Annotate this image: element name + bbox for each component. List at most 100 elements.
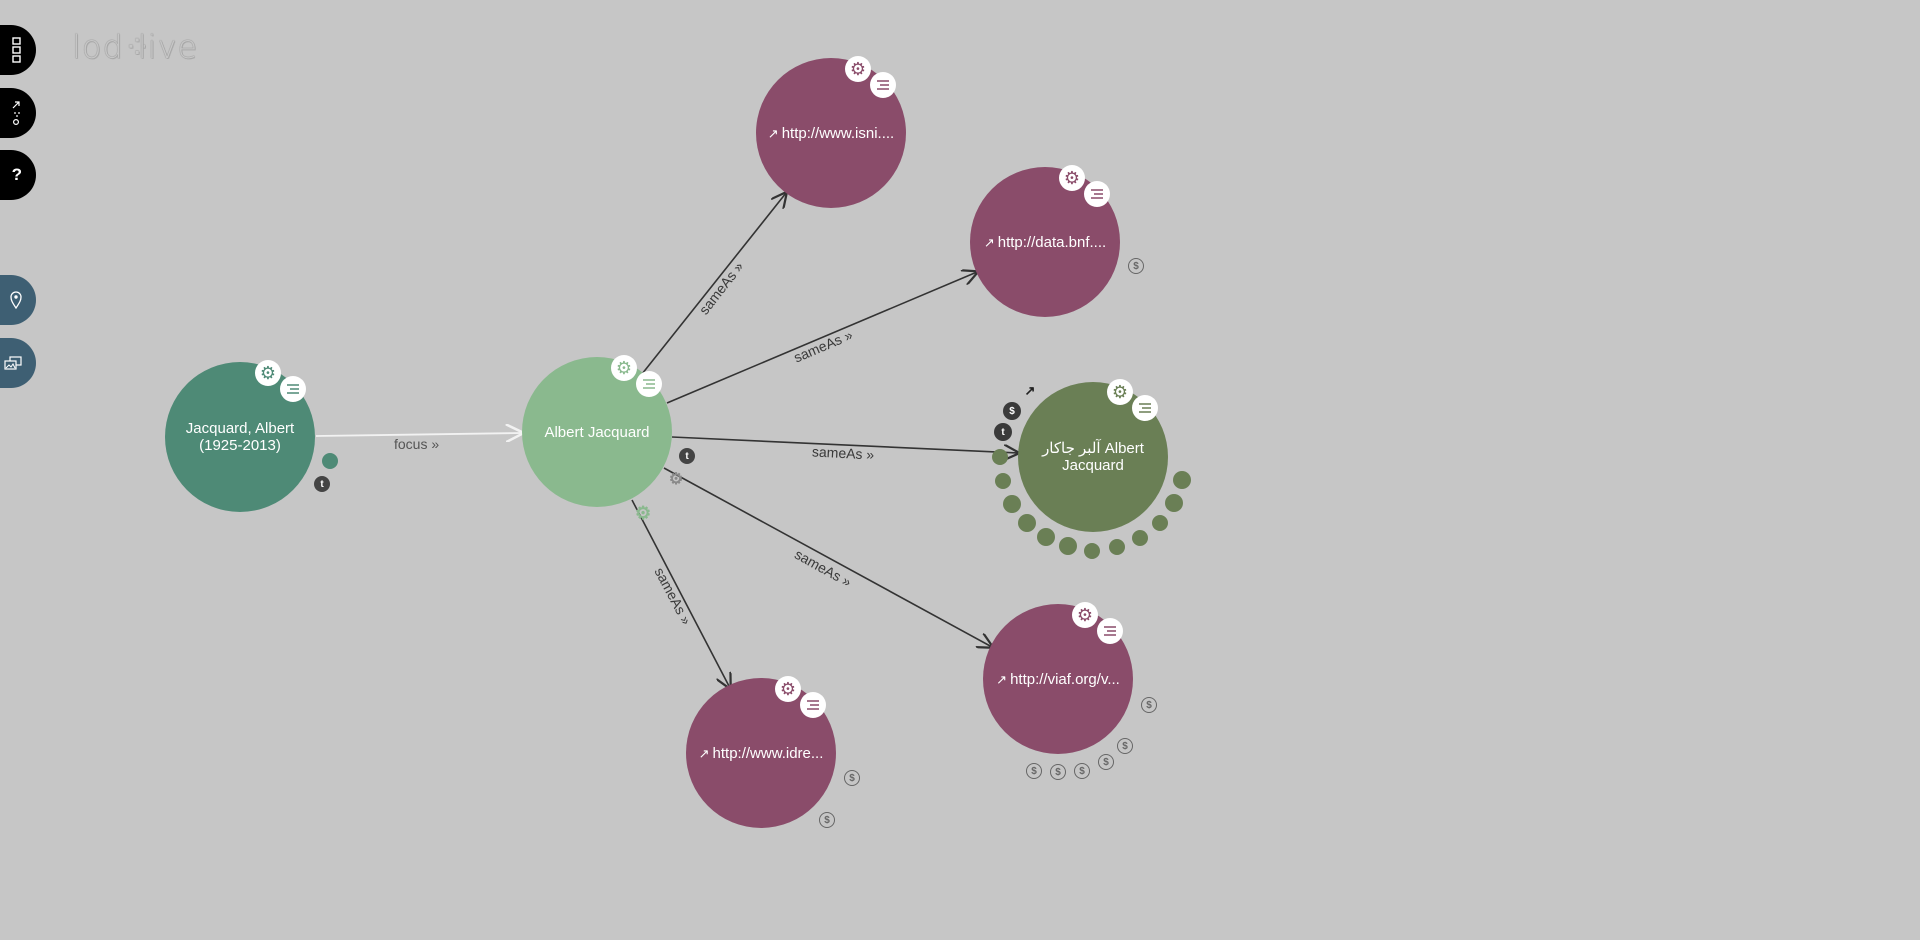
edge-sameas-viaf <box>663 467 992 647</box>
edge-sameas-bnf <box>666 272 977 404</box>
node-olive-child-dot-5[interactable] <box>1037 528 1055 546</box>
node-idref-dollar-dot-2[interactable]: $ <box>819 812 835 828</box>
logo-dots-icon: ⁘ <box>123 28 152 66</box>
gear-icon: ⚙ <box>1076 604 1094 625</box>
dollar-icon: $ <box>1031 765 1037 777</box>
node-viaf-list-button[interactable] <box>1097 618 1123 644</box>
list-icon <box>1104 626 1116 636</box>
node-olive-child-dot-2[interactable] <box>995 473 1011 489</box>
edge-sameas-isni <box>641 193 786 375</box>
node-isni-list-button[interactable] <box>870 72 896 98</box>
node-isni-gear-button[interactable]: ⚙ <box>845 56 871 82</box>
node-jacquard-child-dot[interactable] <box>322 453 338 469</box>
images-icon <box>4 356 22 370</box>
node-olive-child-dot-8[interactable] <box>1109 539 1125 555</box>
gear-icon: ⚙ <box>259 362 277 383</box>
node-olive-child-dot-1[interactable] <box>992 449 1008 465</box>
node-viaf-dollar-dot-4[interactable]: $ <box>1074 763 1090 779</box>
node-olive-label-line2: Jacquard <box>1062 457 1124 474</box>
list-icon <box>1139 403 1151 413</box>
t-icon: t <box>1001 426 1005 438</box>
t-icon: t <box>320 478 324 490</box>
node-idref-list-button[interactable] <box>800 692 826 718</box>
node-center-list-button[interactable] <box>636 371 662 397</box>
node-olive-child-dot-10[interactable] <box>1152 515 1168 531</box>
node-center-t-dot[interactable]: t <box>679 448 695 464</box>
node-olive-list-button[interactable] <box>1132 395 1158 421</box>
node-center-gear-dot-2[interactable]: ⚙ <box>635 503 651 523</box>
node-olive-label-line1: آلبر جاکار Albert <box>1042 440 1144 457</box>
external-link-icon: ↗ <box>767 125 779 141</box>
node-bnf-gear-button[interactable]: ⚙ <box>1059 165 1085 191</box>
node-viaf-dollar-dot-6[interactable]: $ <box>1026 763 1042 779</box>
node-olive-child-dot-11[interactable] <box>1165 494 1183 512</box>
node-center-label: Albert Jacquard <box>544 423 650 441</box>
dollar-icon: $ <box>1079 765 1085 777</box>
node-viaf-gear-button[interactable]: ⚙ <box>1072 602 1098 628</box>
node-jacquard-albert[interactable]: Jacquard, Albert (1925-2013) <box>165 362 315 512</box>
node-jacquard-label-line2: (1925-2013) <box>199 437 281 454</box>
external-link-icon: ↗ <box>996 671 1008 687</box>
node-bnf-label: ↗http://data.bnf.... <box>984 234 1106 251</box>
node-idref-dollar-dot-1[interactable]: $ <box>844 770 860 786</box>
map-pin-icon <box>10 291 22 309</box>
node-olive-child-dot-4[interactable] <box>1018 514 1036 532</box>
gear-icon: ⚙ <box>615 357 633 378</box>
node-idref-gear-button[interactable]: ⚙ <box>775 676 801 702</box>
node-viaf-label: ↗http://viaf.org/v... <box>996 671 1120 688</box>
node-isni-label: ↗http://www.isni.... <box>768 125 894 142</box>
relations-icon <box>12 101 20 126</box>
edge-focus <box>315 433 522 436</box>
node-isni-url: http://www.isni.... <box>781 124 895 142</box>
node-viaf-url: http://viaf.org/v... <box>1010 670 1120 688</box>
node-olive-external-icon[interactable]: ↗ <box>1022 383 1038 399</box>
dollar-icon: $ <box>849 772 855 784</box>
node-olive-dollar-gear-dot[interactable]: $ <box>1003 402 1021 420</box>
question-icon: ? <box>11 165 22 184</box>
gear-icon: ⚙ <box>779 678 797 699</box>
node-viaf-dollar-dot-1[interactable]: $ <box>1141 697 1157 713</box>
node-olive-t-gear-dot[interactable]: t <box>994 423 1012 441</box>
gear-icon: ⚙ <box>1111 381 1129 402</box>
logo-text-left: lod <box>72 28 124 66</box>
node-olive-child-dot-9[interactable] <box>1132 530 1148 546</box>
node-olive-child-dot-3[interactable] <box>1003 495 1021 513</box>
node-olive-child-dot-6[interactable] <box>1059 537 1077 555</box>
node-jacquard-gear-button[interactable]: ⚙ <box>255 360 281 386</box>
dollar-icon: $ <box>1146 699 1152 711</box>
lodlive-logo: lod⁘live <box>72 28 198 66</box>
node-albert-jacquard[interactable]: Albert Jacquard <box>522 357 672 507</box>
t-icon: t <box>685 450 689 462</box>
node-olive-child-dot-7[interactable] <box>1084 543 1100 559</box>
node-viaf-dollar-dot-5[interactable]: $ <box>1050 764 1066 780</box>
list-icon <box>877 80 889 90</box>
node-viaf-dollar-dot-2[interactable]: $ <box>1117 738 1133 754</box>
logo-text-right: live <box>137 28 199 66</box>
gear-icon: ⚙ <box>849 58 867 79</box>
node-center-gear-dot[interactable]: ⚙ <box>668 471 684 488</box>
gear-icon: ⚙ <box>668 471 684 488</box>
node-olive-child-dot-12[interactable] <box>1173 471 1191 489</box>
node-olive-label: آلبر جاکار Albert Jacquard <box>1042 440 1144 474</box>
node-idref-url: http://www.idre... <box>712 744 824 762</box>
dollar-icon: $ <box>1009 405 1015 417</box>
node-jacquard-list-button[interactable] <box>280 376 306 402</box>
external-link-icon: ↗ <box>698 745 710 761</box>
node-bnf-dollar-dot[interactable]: $ <box>1128 258 1144 274</box>
node-bnf-list-button[interactable] <box>1084 181 1110 207</box>
node-center-gear-button[interactable]: ⚙ <box>611 355 637 381</box>
dollar-icon: $ <box>1055 766 1061 778</box>
list-icon <box>807 700 819 710</box>
grid-icon <box>12 37 21 63</box>
node-jacquard-t-dot[interactable]: t <box>314 476 330 492</box>
node-olive-gear-button[interactable]: ⚙ <box>1107 379 1133 405</box>
node-viaf-dollar-dot-3[interactable]: $ <box>1098 754 1114 770</box>
node-jacquard-label: Jacquard, Albert (1925-2013) <box>186 420 294 454</box>
dollar-icon: $ <box>1103 756 1109 768</box>
dollar-icon: $ <box>1133 260 1139 272</box>
node-idref-label: ↗http://www.idre... <box>699 745 824 762</box>
node-jacquard-label-line1: Jacquard, Albert <box>185 420 295 437</box>
external-link-icon: ↗ <box>1024 383 1036 398</box>
list-icon <box>1091 189 1103 199</box>
